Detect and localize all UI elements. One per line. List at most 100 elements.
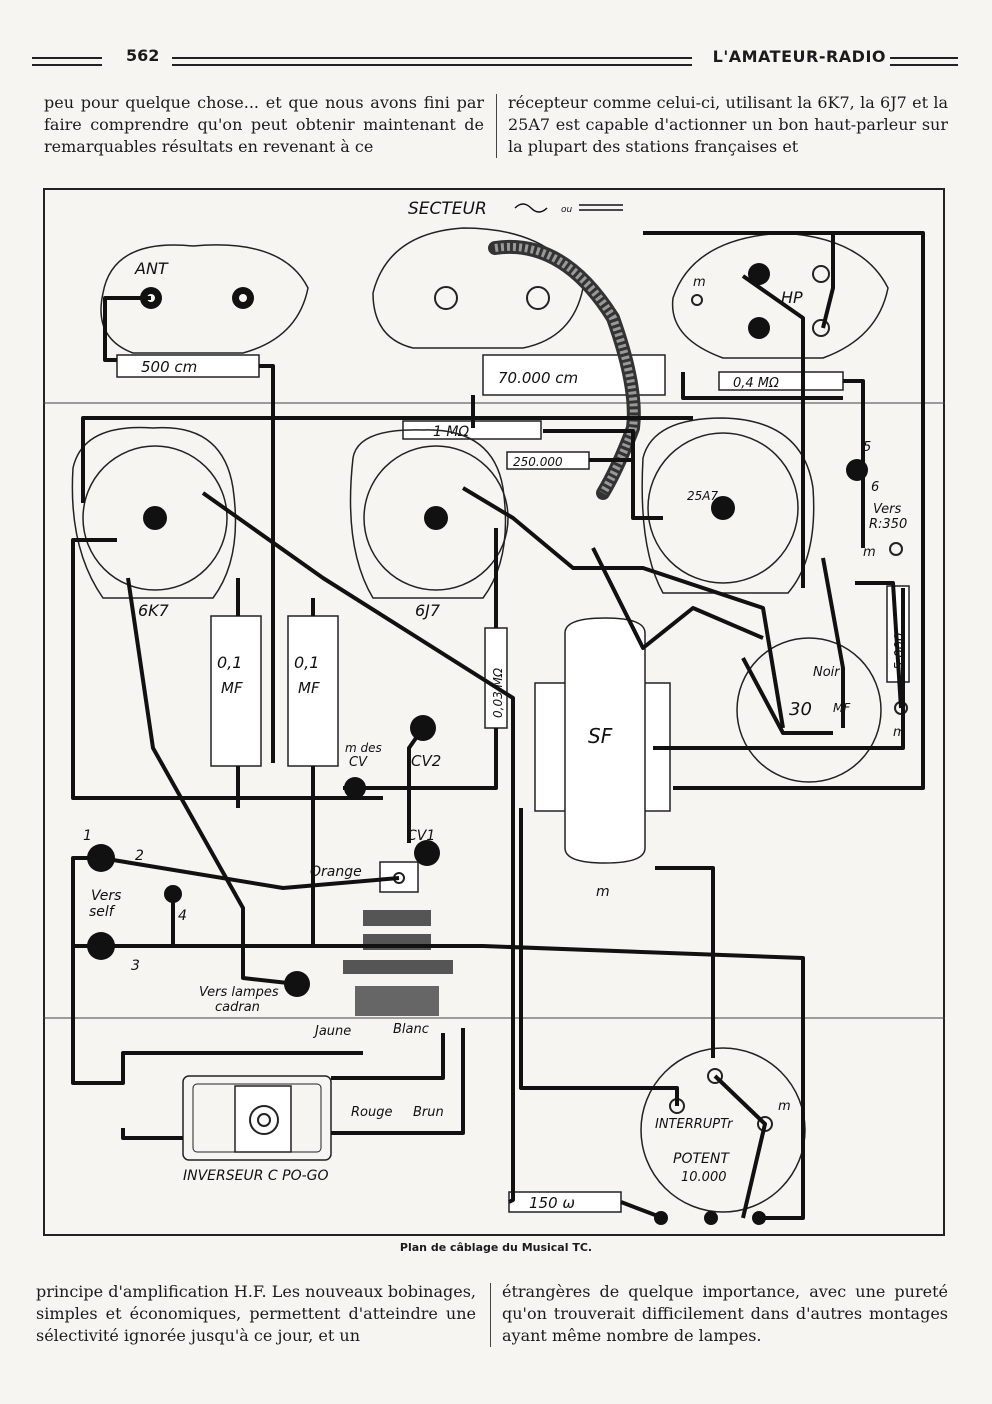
wire bbox=[407, 726, 425, 843]
m-label: m bbox=[693, 275, 706, 290]
wire bbox=[543, 429, 663, 520]
switch-terminal bbox=[707, 1068, 723, 1084]
wire bbox=[855, 581, 903, 709]
wire bbox=[331, 1033, 445, 1080]
cv1-label: CV1 bbox=[407, 828, 435, 844]
cadran-label: cadran bbox=[215, 1000, 260, 1015]
wiring-diagram-svg: SECTEUR ou ANT HP m 500 cm 70.000 cm 0,4… bbox=[43, 188, 945, 1236]
speaker-terminal bbox=[812, 265, 830, 283]
mains-socket bbox=[434, 286, 458, 310]
self-label: self bbox=[89, 904, 116, 920]
tube-6k7-label: 6K7 bbox=[138, 601, 170, 620]
rouge-label: Rouge bbox=[351, 1105, 392, 1120]
resistor-003mohm-label: 0,03 MΩ bbox=[491, 667, 505, 718]
wire bbox=[126, 577, 298, 986]
inverseur-knob-plate bbox=[234, 1085, 292, 1153]
tube-socket-6k7 bbox=[82, 445, 228, 591]
header-rule bbox=[890, 57, 958, 66]
r350-label: R:350 bbox=[869, 517, 907, 532]
terminal-1-label: 1 bbox=[83, 828, 92, 844]
inverseur-switch bbox=[182, 1075, 332, 1161]
tube-socket-25a7 bbox=[647, 432, 799, 584]
wire bbox=[821, 233, 835, 329]
wire bbox=[103, 296, 151, 362]
resistor-04mohm-label: 0,4 MΩ bbox=[733, 376, 779, 391]
vers-label: Vers bbox=[91, 888, 121, 904]
wire bbox=[343, 728, 498, 790]
cv1-terminal bbox=[414, 840, 440, 866]
wiring-diagram: SECTEUR ou ANT HP m 500 cm 70.000 cm 0,4… bbox=[43, 188, 945, 1238]
noir-label: Noir bbox=[813, 665, 841, 680]
cv-label: CV bbox=[349, 755, 368, 770]
capacitor-01mf-value: 0,1 bbox=[217, 653, 242, 672]
speaker-terminal bbox=[748, 317, 770, 339]
inverseur-knob-center bbox=[257, 1113, 271, 1127]
antenna-plate bbox=[100, 244, 309, 354]
potent-label: POTENT bbox=[673, 1151, 730, 1167]
tube-socket-key bbox=[143, 506, 167, 530]
hf-coil bbox=[363, 910, 431, 926]
oscillator-coil bbox=[355, 986, 439, 1016]
tube-socket-6j7 bbox=[363, 445, 509, 591]
tube-socket-key bbox=[424, 506, 448, 530]
electrolytic-30-label: 30 bbox=[789, 699, 812, 720]
pin-5-label: 5 bbox=[863, 440, 871, 455]
column-divider bbox=[490, 1283, 491, 1347]
wire bbox=[655, 866, 715, 1058]
hp-label: HP bbox=[781, 288, 803, 307]
page-header: 562 L'AMATEUR-RADIO bbox=[30, 46, 960, 74]
journal-title: L'AMATEUR-RADIO bbox=[712, 47, 886, 66]
choke-ground-label: m bbox=[596, 884, 610, 900]
wire bbox=[741, 274, 805, 588]
wire bbox=[653, 588, 905, 750]
diagram-frame bbox=[43, 188, 945, 1236]
pin-6-label: 6 bbox=[871, 480, 879, 495]
capacitor-01mf bbox=[287, 615, 339, 767]
paragraph-text: étrangères de quelque importance, avec u… bbox=[502, 1282, 948, 1345]
wire bbox=[519, 808, 679, 1106]
inverseur-label: INVERSEUR C PO-GO bbox=[183, 1168, 329, 1184]
wire bbox=[591, 547, 764, 650]
capacitor-01mf-unit: MF bbox=[221, 679, 243, 697]
wire bbox=[461, 486, 785, 729]
ou-label: ou bbox=[561, 205, 573, 215]
wire bbox=[681, 372, 843, 400]
wire bbox=[713, 1074, 767, 1219]
wire bbox=[620, 1200, 664, 1220]
header-rule bbox=[172, 57, 692, 66]
paragraph-text: récepteur comme celui-ci, utilisant la 6… bbox=[508, 93, 948, 156]
tube-socket-key bbox=[711, 496, 735, 520]
capacitor-01mf-value: 0,1 bbox=[294, 653, 319, 672]
capacitor-01mf-unit: MF bbox=[298, 679, 320, 697]
wire bbox=[81, 416, 693, 503]
wire bbox=[843, 379, 865, 548]
ground-lug bbox=[691, 294, 703, 306]
brun-label: Brun bbox=[413, 1105, 444, 1120]
orange-label: Orange bbox=[310, 864, 362, 880]
wire bbox=[71, 856, 363, 1085]
resistor-250000-label: 250.000 bbox=[513, 455, 563, 469]
speaker-terminal bbox=[812, 319, 830, 337]
choke-sf-label: SF bbox=[588, 724, 613, 748]
mains-plate bbox=[372, 227, 584, 349]
m-label: m bbox=[778, 1099, 791, 1114]
terminal-2-label: 2 bbox=[135, 848, 144, 864]
wire bbox=[821, 557, 845, 728]
terminal-4-label: 4 bbox=[178, 908, 187, 924]
pot-terminal bbox=[704, 1211, 718, 1225]
secteur-label: SECTEUR bbox=[408, 199, 487, 219]
wire bbox=[100, 856, 400, 890]
paragraph-text: principe d'amplification H.F. Les nouvea… bbox=[36, 1282, 476, 1345]
tube-socket-plate bbox=[349, 429, 507, 599]
vers-lampes-label: Vers lampes bbox=[199, 985, 279, 1000]
wire bbox=[201, 491, 515, 1204]
wire bbox=[71, 538, 383, 800]
m-des-label: m des bbox=[345, 741, 382, 755]
filter-choke-sf bbox=[564, 617, 646, 864]
tube-6j7-label: 6J7 bbox=[415, 601, 441, 620]
page-number: 562 bbox=[126, 46, 160, 65]
potent-value-label: 10.000 bbox=[681, 1170, 727, 1185]
wire bbox=[643, 231, 925, 790]
vers-r350-label: Vers bbox=[873, 502, 901, 517]
bottom-right-column: étrangères de quelque importance, avec u… bbox=[502, 1281, 948, 1347]
